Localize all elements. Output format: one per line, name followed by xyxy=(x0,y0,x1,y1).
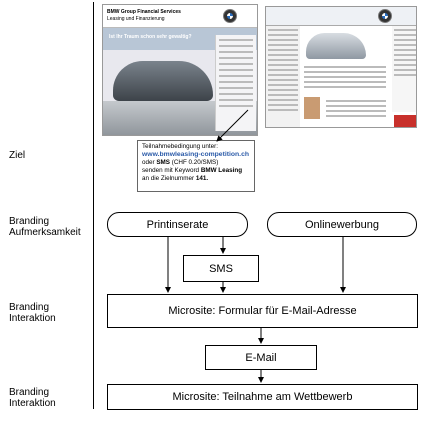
print-ad-banner-text: Ist Ihr Traum schon sehr gewaltig? xyxy=(109,34,192,40)
microsite-teilnahme-box: Microsite: Teilnahme am Wettbewerb xyxy=(107,384,418,410)
email-box: E-Mail xyxy=(205,345,317,370)
row-label-branding-interaktion-1: Branding Interaktion xyxy=(9,302,56,324)
online-ad-text xyxy=(324,97,388,127)
onlinewerbung-box: Onlinewerbung xyxy=(267,212,417,237)
car-image xyxy=(306,33,366,59)
row-label-ziel: Ziel xyxy=(9,150,26,161)
row-label-line: Interaktion xyxy=(9,398,56,409)
bmw-logo-icon xyxy=(378,9,392,23)
row-label-branding-aufmerksamkeit: Branding Aufmerksamkeit xyxy=(9,216,81,238)
row-label-line: Branding xyxy=(9,302,50,313)
online-ad-red-banner xyxy=(394,115,416,127)
callout-line: Teilnahmebedingung unter: xyxy=(142,143,218,150)
sms-box: SMS xyxy=(183,255,259,282)
print-ad-image: BMW Group Financial Services Leasing und… xyxy=(102,4,258,136)
callout-url: www.bmwleasing-competition.ch xyxy=(142,151,249,158)
row-label-line: Interaktion xyxy=(9,313,56,324)
print-ad-sidebar xyxy=(215,35,256,131)
printinserate-box: Printinserate xyxy=(107,212,248,237)
row-label-branding-interaktion-2: Branding Interaktion xyxy=(9,387,56,409)
person-image xyxy=(304,97,320,119)
bmw-logo-icon xyxy=(223,9,237,23)
online-ad-nav xyxy=(266,26,300,127)
print-ad-header: BMW Group Financial Services Leasing und… xyxy=(103,5,257,28)
callout-box: Teilnahmebedingung unter: www.bmwleasing… xyxy=(137,140,255,192)
online-ad-rightcol xyxy=(392,26,416,112)
car-image xyxy=(113,61,213,101)
callout-line: oder SMS (CHF 0.20/SMS) xyxy=(142,159,219,166)
online-ad-header xyxy=(266,7,416,26)
row-label-line: Branding xyxy=(9,387,50,398)
callout-line: senden mit Keyword BMW Leasing xyxy=(142,167,243,174)
print-ad-subtitle: Leasing und Finanzierung xyxy=(107,16,165,22)
online-ad-text xyxy=(302,63,388,93)
divider-line xyxy=(93,2,94,409)
microsite-formular-box: Microsite: Formular für E-Mail-Adresse xyxy=(107,294,418,328)
online-ad-image xyxy=(265,6,417,128)
row-label-line: Branding xyxy=(9,216,50,227)
callout-line: an die Zielnummer 141. xyxy=(142,175,209,182)
row-label-line: Aufmerksamkeit xyxy=(9,227,81,238)
print-ad-title: BMW Group Financial Services xyxy=(107,9,181,15)
